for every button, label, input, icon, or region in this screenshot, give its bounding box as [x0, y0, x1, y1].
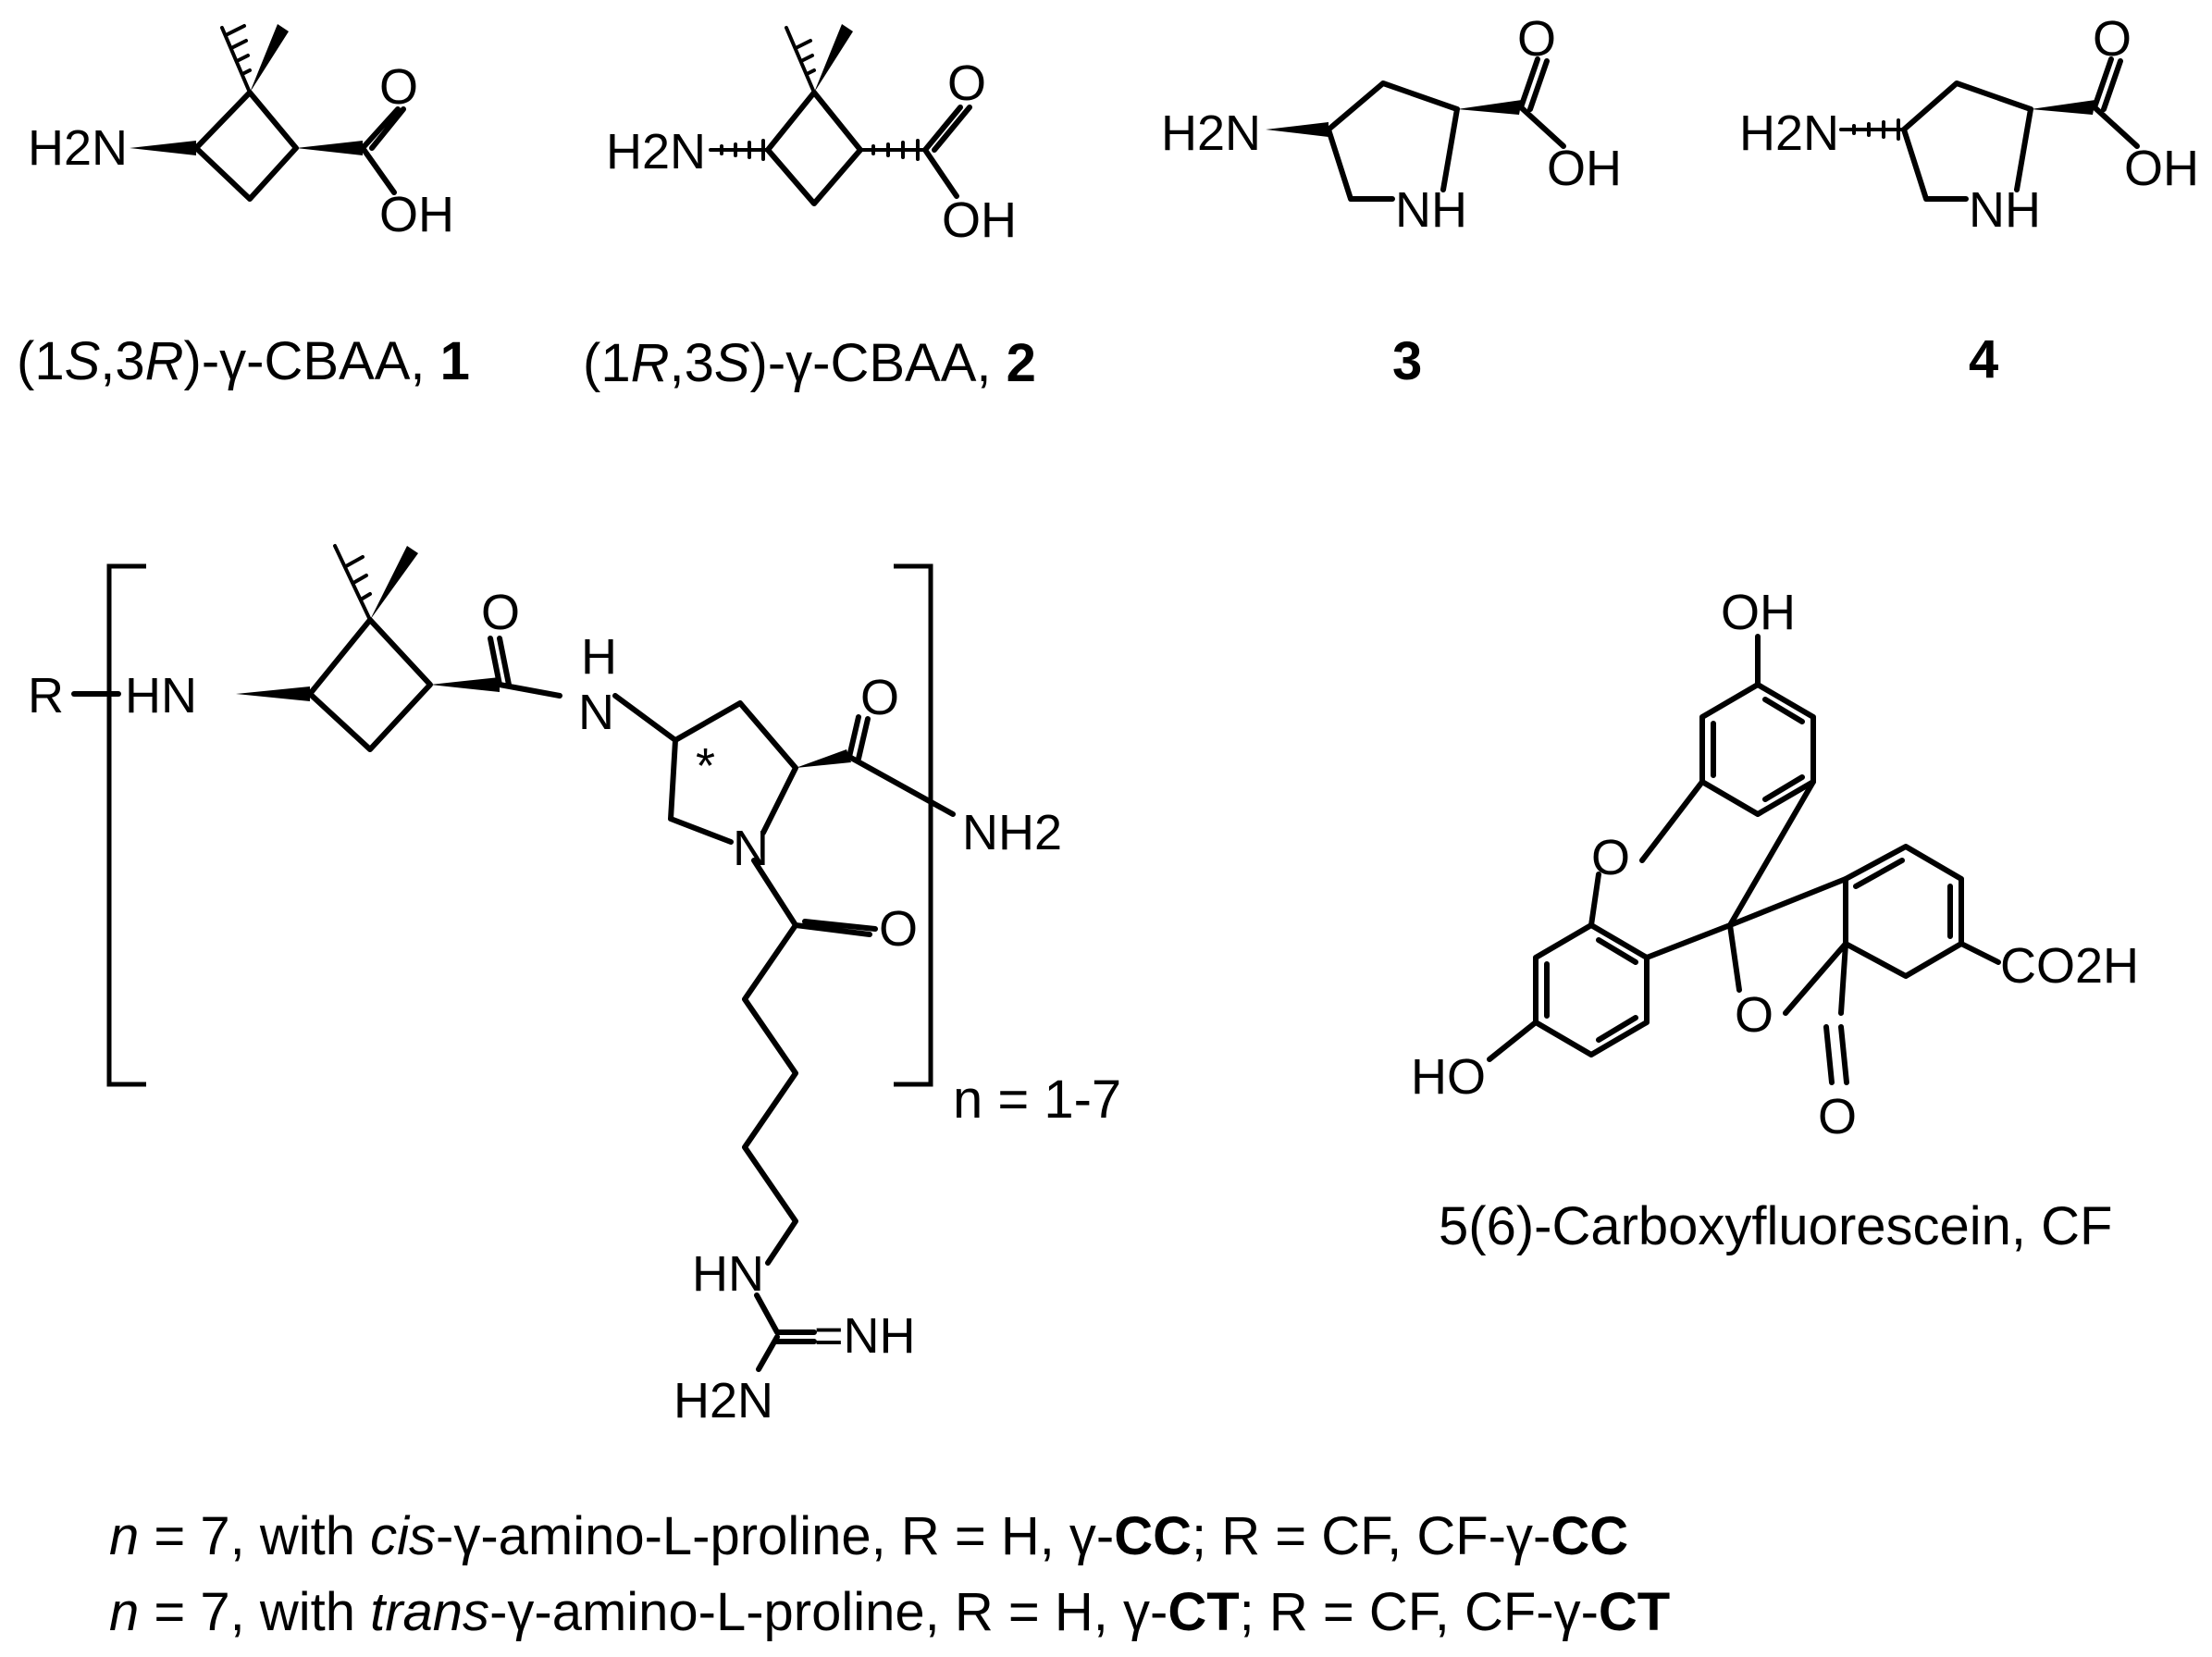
hashed-bond	[859, 139, 927, 161]
right-bracket	[894, 563, 933, 1087]
atom-ring-nh: NH	[1969, 182, 2041, 238]
wedge-bond	[1266, 122, 1328, 137]
atom-amine: H2N	[1739, 105, 1839, 161]
xanthene-lower-ring	[1533, 922, 1650, 1057]
atom-hn: HN	[125, 668, 197, 723]
caption-compound-2: (1R,3S)-γ-CBAA, 2	[583, 333, 1036, 393]
hashed-bond	[709, 139, 770, 161]
atom-lactone-o: O	[1735, 987, 1773, 1043]
carboxyl-bonds	[1518, 56, 1566, 149]
atom-hydroxyl: OH	[379, 187, 454, 242]
spiro-lactone	[1727, 876, 1849, 1085]
atom-carbonyl-o: O	[947, 56, 986, 111]
compound-1-structure: H2N O OH	[28, 24, 454, 242]
acyl-chain	[742, 858, 878, 1266]
amide-bonds	[488, 636, 562, 699]
atom-hydroxyl: OH	[1547, 141, 1622, 196]
atom-ring-nh: NH	[1395, 182, 1467, 238]
atom-terminal-nh2: NH2	[962, 805, 1062, 860]
carboxyl-bonds	[922, 105, 972, 199]
carboxyl-bonds	[2092, 56, 2140, 149]
wedge-bond	[130, 141, 196, 155]
atom-oh-top: OH	[1721, 585, 1796, 640]
atom-carboxy: CO2H	[2000, 938, 2139, 994]
wedge-bond	[430, 677, 500, 692]
atom-amine: H2N	[1161, 105, 1261, 161]
pyrrolidine-ring	[1326, 80, 1460, 202]
atom-hydroxyl: OH	[2124, 141, 2199, 196]
atom-carbonyl-o: O	[2093, 11, 2132, 67]
atom-hydroxyl: OH	[942, 192, 1017, 248]
guanidine-amine: H2N	[673, 1373, 773, 1428]
amide-bonds	[846, 714, 956, 817]
cyclobutane-ring	[307, 617, 433, 752]
footer-line-cis: n = 7, with cis-γ-amino-L-proline, R = H…	[109, 1506, 1628, 1566]
atom-nh-n: N	[578, 685, 614, 740]
hashed-methyl-bond	[785, 26, 816, 94]
atom-ring-o: O	[1591, 830, 1630, 885]
footer-line-trans: n = 7, with trans-γ-amino-L-proline, R =…	[109, 1582, 1670, 1642]
compound-3-structure: H2N NH O OH	[1161, 11, 1622, 238]
guanidine-bonds	[754, 1292, 817, 1372]
hashed-methyl-bond	[220, 24, 252, 94]
wedge-bond	[296, 141, 363, 155]
benzo-ring	[1843, 844, 1964, 979]
hashed-bond	[1839, 118, 1906, 141]
carboxy-bond	[1959, 941, 2001, 965]
compound-2-structure: H2N O OH	[606, 24, 1017, 248]
wedge-methyl-bond	[370, 546, 418, 620]
atom-carbonyl-o: O	[1517, 11, 1556, 67]
cyclobutane-ring	[193, 90, 299, 202]
wedge-bond	[2031, 100, 2095, 115]
atom-amine: H2N	[28, 120, 128, 176]
left-bracket	[106, 563, 146, 1087]
pyrrolidine-ring	[1901, 80, 2033, 202]
wedge-methyl-bond	[250, 24, 289, 93]
atom-amine: H2N	[606, 124, 706, 179]
caption-compound-4: 4	[1969, 329, 1998, 390]
hydroxyl-bond-left	[1487, 1020, 1539, 1062]
wedge-bond	[1457, 100, 1522, 115]
wedge-methyl-bond	[814, 24, 853, 93]
caption-compound-3: 3	[1392, 331, 1422, 391]
caption-compound-1: (1S,3R)-γ-CBAA, 1	[17, 331, 470, 391]
cyclobutane-ring	[765, 90, 863, 206]
repeat-unit-label: n = 1-7	[953, 1070, 1121, 1130]
hashed-methyl-bond	[333, 544, 372, 622]
wedge-bond	[236, 686, 310, 701]
pyrrolidine-ring	[612, 693, 798, 845]
atom-carbonyl-o: O	[1818, 1089, 1857, 1144]
xanthene-upper-ring	[1699, 682, 1816, 817]
atom-nh-h: H	[581, 629, 617, 685]
stereo-mark: *	[696, 738, 715, 794]
compound-4-structure: H2N NH O OH	[1739, 11, 2199, 238]
caption-carboxyfluorescein: 5(6)-Carboxyfluorescein, CF	[1439, 1196, 2112, 1256]
atom-acyl-o: O	[879, 901, 918, 957]
oligomer-structure: R HN H N N O O O * NH2 HN =NH H2N n = 1-…	[28, 544, 1121, 1428]
wedge-bond	[796, 749, 851, 768]
atom-amide-o-1: O	[481, 585, 520, 640]
atom-ring-n: N	[733, 821, 769, 876]
guanidine-imine: =NH	[814, 1308, 916, 1364]
atom-r-group: R	[28, 668, 64, 723]
atom-amide-o-2: O	[860, 670, 899, 725]
fluorescein-structure: OH O O O HO CO2H	[1411, 585, 2139, 1144]
guanidine-hn: HN	[692, 1246, 764, 1302]
atom-ho-left: HO	[1411, 1049, 1486, 1105]
atom-carbonyl-o: O	[379, 59, 418, 115]
carboxyl-bonds	[360, 106, 406, 195]
